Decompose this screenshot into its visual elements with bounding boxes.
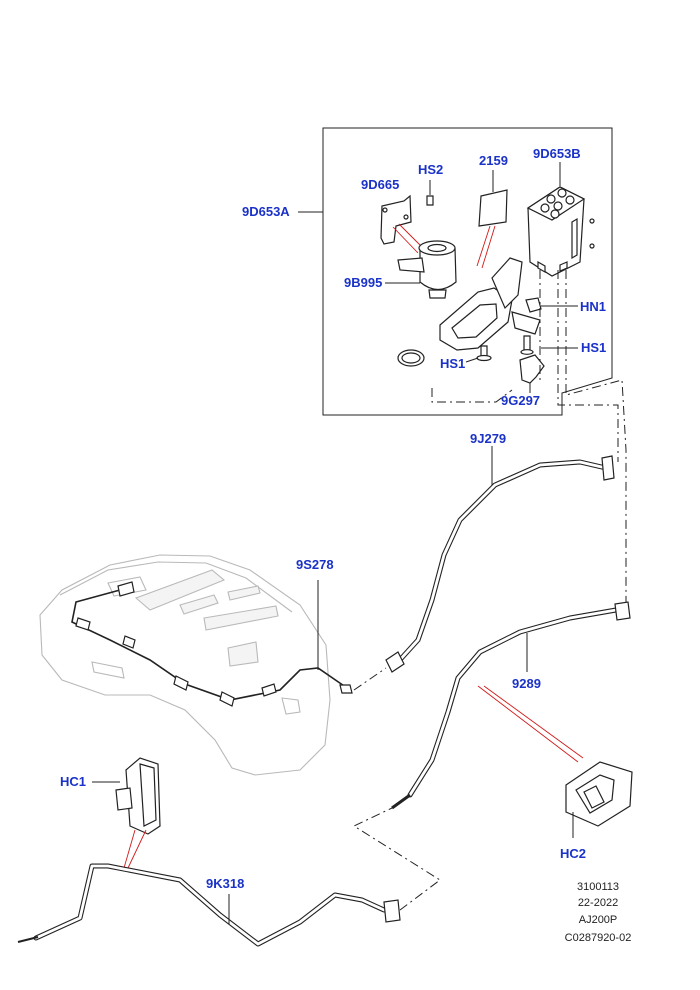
callout-hs1-left: HS1 [440, 356, 465, 371]
reference-block: 3100113 22-2022 AJ200P C0287920-02 [565, 881, 632, 944]
filter-pad [478, 170, 508, 227]
callout-hn1: HN1 [580, 299, 606, 314]
ref-line-4: C0287920-02 [565, 932, 632, 944]
canister-detail-box [298, 127, 613, 416]
ref-line-1: 3100113 [577, 881, 619, 893]
callout-9b995: 9B995 [344, 275, 382, 290]
mounting-tray [439, 257, 541, 351]
vapour-line-9s278 [71, 580, 353, 707]
ref-line-2: 22-2022 [578, 897, 618, 909]
hose-9289 [391, 601, 631, 810]
callout-9s278: 9S278 [296, 557, 334, 572]
screw-hs2 [426, 180, 434, 206]
callout-hs1-right: HS1 [581, 340, 606, 355]
ref-line-3: AJ200P [579, 914, 618, 926]
callout-hs2: HS2 [418, 162, 443, 177]
screw-hs1-left [465, 345, 492, 363]
purge-pump [385, 240, 457, 299]
clip-hc1 [92, 757, 161, 835]
fuel-tank [39, 554, 331, 776]
callout-9k318: 9K318 [206, 876, 244, 891]
callout-9d665: 9D665 [361, 177, 399, 192]
callout-9g297: 9G297 [501, 393, 540, 408]
hose-9k318 [17, 863, 401, 947]
callout-9j279: 9J279 [470, 431, 506, 446]
bracket-part [380, 194, 412, 245]
callout-9d653a: 9D653A [242, 204, 290, 219]
hose-9j279 [385, 446, 615, 673]
callout-9289: 9289 [512, 676, 541, 691]
nut-hn1 [525, 297, 578, 313]
o-ring [397, 349, 425, 367]
callout-9d653b: 9D653B [533, 146, 581, 161]
callout-hc2: HC2 [560, 846, 586, 861]
callout-hc1: HC1 [60, 774, 86, 789]
callout-2159: 2159 [479, 153, 508, 168]
clip-hc2 [565, 761, 633, 838]
elbow-connector [519, 354, 545, 393]
screw-hs1-right [520, 335, 578, 355]
evap-canister [526, 162, 595, 277]
